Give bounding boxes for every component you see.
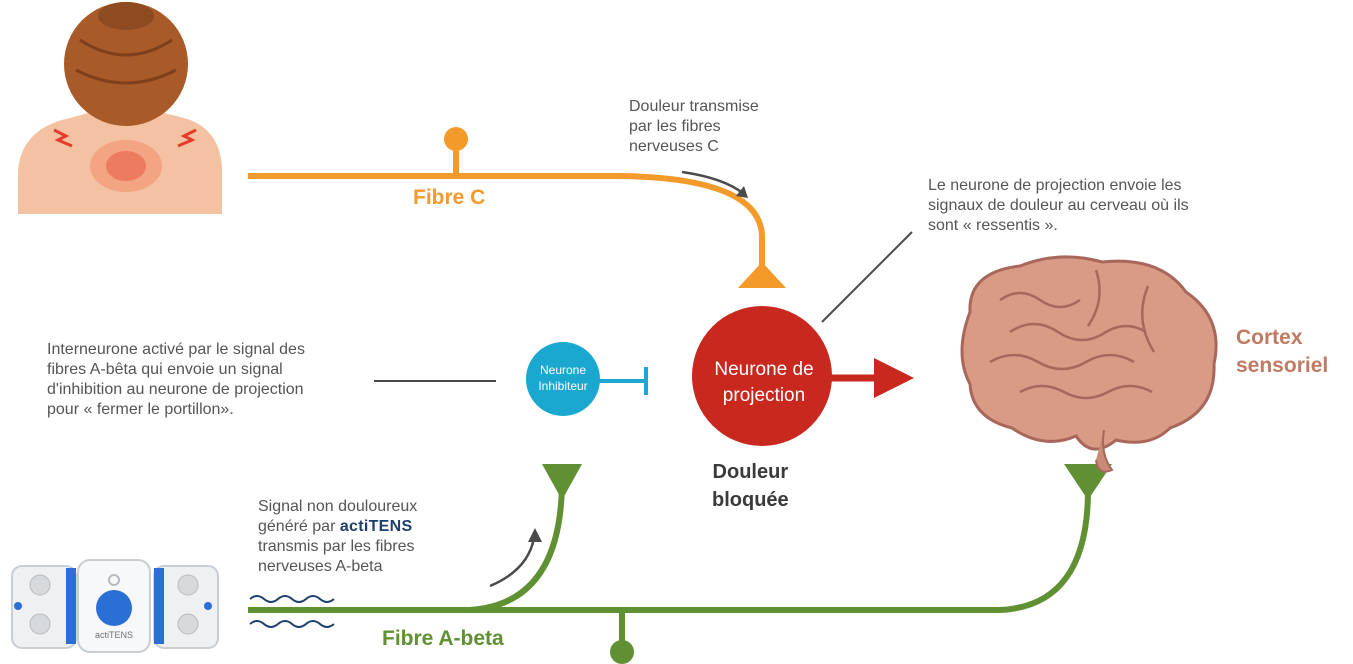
signal-note: Signal non douloureux généré par actiTEN…: [258, 497, 417, 577]
actitens-device-icon: [11, 559, 219, 653]
inhibitor-neuron-icon: [526, 342, 648, 416]
note-line: généré par actiTENS: [258, 517, 417, 537]
note-line: sont « ressentis ».: [928, 217, 1058, 234]
note-line: Signal non douloureux: [258, 498, 418, 515]
inhibitor-label-line: Inhibiteur: [538, 379, 588, 393]
curved-arrow-icon: [489, 528, 542, 588]
inhibitor-neuron-label: Neurone Inhibiteur: [524, 362, 602, 394]
inhibitor-label-line: Neurone: [539, 363, 587, 377]
projection-note: Le neurone de projection envoie les sign…: [928, 176, 1189, 236]
pain-blocked-label: Douleur bloquée: [712, 458, 789, 514]
cortex-label-line: Cortex: [1236, 326, 1303, 349]
brand-name: actiTENS: [339, 518, 413, 535]
fibre-c-note: Douleur transmise par les fibres nerveus…: [629, 97, 759, 157]
pain-blocked-line: Douleur: [712, 461, 789, 483]
note-line: pour « fermer le portillon».: [47, 401, 234, 418]
note-line: fibres A-bêta qui envoie un signal: [47, 361, 283, 378]
note-text: généré par: [258, 518, 340, 535]
cortex-label-line: sensoriel: [1236, 354, 1329, 377]
curved-arrow-icon: [681, 170, 748, 198]
note-line: nerveuses C: [629, 138, 719, 155]
fibre-c-pathway: [248, 127, 786, 288]
interneurone-note: Interneurone activé par le signal des fi…: [47, 340, 305, 420]
note-line: transmis par les fibres: [258, 538, 415, 555]
projection-neuron-label: Neurone de projection: [692, 357, 836, 409]
note-line: Le neurone de projection envoie les: [928, 177, 1182, 194]
cortex-label: Cortex sensoriel: [1236, 324, 1328, 380]
note-line: Douleur transmise: [629, 98, 759, 115]
projection-label-line: Neurone de: [714, 359, 814, 380]
note-line: signaux de douleur au cerveau où ils: [928, 197, 1189, 214]
projection-neuron-icon: [692, 306, 914, 446]
projection-leader-line: [821, 231, 913, 323]
brain-icon: [960, 255, 1218, 473]
note-line: par les fibres: [629, 118, 721, 135]
fibre-abeta-pathway: [248, 464, 1112, 664]
signal-wave-icon: [249, 595, 335, 628]
note-line: Interneurone activé par le signal des: [47, 341, 305, 358]
pain-blocked-line: bloquée: [712, 489, 789, 511]
neck-pain-person-icon: [18, 2, 222, 214]
projection-label-line: projection: [722, 385, 806, 406]
device-brand-text: actiTENS: [95, 630, 133, 640]
fibre-abeta-label: Fibre A-beta: [382, 627, 504, 650]
note-line: d'inhibition au neurone de projection: [47, 381, 304, 398]
note-line: nerveuses A-beta: [258, 558, 383, 575]
fibre-c-label: Fibre C: [413, 186, 486, 209]
